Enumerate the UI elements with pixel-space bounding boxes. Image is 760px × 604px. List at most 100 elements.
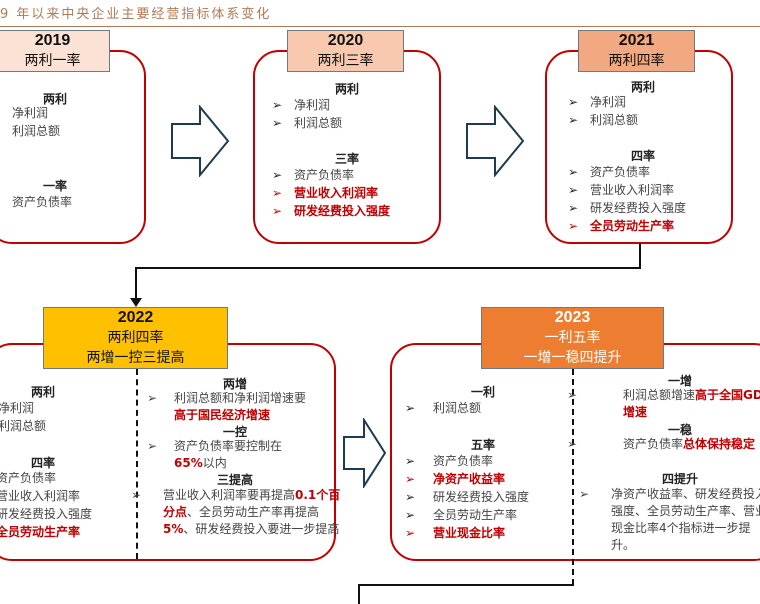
year-2022: 2022: [117, 309, 154, 326]
figure-title: 9 年以来中央企业主要经营指标体系变化: [0, 7, 272, 22]
box-2019: [0, 50, 146, 244]
bullet-icon: ➢: [568, 183, 579, 197]
section-title: 五率: [470, 438, 495, 452]
text: 资产负债率: [623, 437, 684, 451]
list-item: 资产负债率: [294, 168, 355, 182]
list-item: 营业收入利润率: [590, 183, 675, 197]
year-2023: 2023: [554, 309, 591, 326]
list-item: 净利润: [12, 106, 49, 120]
section-title: 两利: [42, 92, 67, 106]
bullet-icon: ➢: [272, 204, 283, 218]
bullet-icon: ➢: [147, 439, 158, 453]
highlight-text: 5%: [163, 522, 184, 536]
list-item: 利润总额: [0, 419, 47, 433]
name2-2022: 两增一控三提高: [86, 350, 185, 366]
year-2020: 2020: [327, 32, 364, 49]
highlight-text: 高于国民经济增速: [174, 408, 271, 422]
down-arrow-icon: [130, 298, 142, 307]
bullet-icon: ➢: [579, 487, 590, 501]
bullet-icon: ➢: [405, 490, 416, 504]
bullet-icon: ➢: [405, 508, 416, 522]
bullet-icon: ➢: [568, 95, 579, 109]
list-item: 净利润: [0, 401, 35, 415]
name-2019: 两利一率: [24, 53, 81, 69]
list-item: 利润总额: [12, 124, 61, 138]
bullet-icon: ➢: [568, 165, 579, 179]
section-title: 四提升: [661, 472, 698, 486]
list-item: 净利润: [294, 98, 331, 112]
section-title: 三率: [334, 152, 359, 166]
connector-line: [639, 244, 641, 269]
text: 、全员劳动生产率再提高: [187, 505, 320, 519]
section-title: 两增: [222, 377, 247, 391]
bullet-icon: ➢: [568, 113, 579, 127]
bullet-icon: ➢: [272, 98, 283, 112]
header-2023: 2023 一利五率 一增一稳四提升: [481, 307, 664, 369]
list-item: 研发经费投入强度: [0, 507, 93, 521]
right-arrow-icon: [343, 418, 387, 488]
list-item: 资产负债率: [0, 471, 57, 485]
bullet-icon: ➢: [568, 219, 579, 233]
highlight-text: 总体保持稳定: [683, 437, 756, 451]
connector-line: [135, 267, 137, 301]
bullet-icon: ➢: [131, 488, 142, 502]
list-item: 营业现金比率: [433, 526, 506, 540]
connector-line: [358, 584, 360, 604]
list-item: 全员劳动生产率: [433, 508, 518, 522]
title-divider: [0, 26, 760, 27]
text: 利润总额和净利润增速要: [174, 391, 307, 405]
list-item: 营业收入利润率: [294, 186, 379, 200]
bullet-icon: ➢: [568, 201, 579, 215]
section-title: 一稳: [667, 423, 692, 437]
list-item: 净资产收益率: [433, 472, 506, 486]
list-item: 研发经费投入强度: [294, 204, 391, 218]
bullet-icon: ➢: [405, 526, 416, 540]
right-arrow-icon: [466, 105, 525, 177]
list-item: 资产负债率: [590, 165, 651, 179]
section-title: 两利: [30, 385, 55, 399]
list-item: 全员劳动生产率: [0, 525, 81, 539]
section-title: 一控: [222, 425, 247, 439]
list-item: 利润总额: [433, 401, 482, 415]
list-item: 净利润: [590, 95, 627, 109]
text: 以内: [202, 456, 227, 470]
bullet-icon: ➢: [272, 116, 283, 130]
name2-2023: 一增一稳四提升: [523, 350, 622, 366]
header-2020: 2020 两利三率: [287, 30, 404, 72]
bullet-icon: ➢: [147, 391, 158, 405]
list-item: 利润总额: [590, 113, 639, 127]
text: 净资产收益率、研发经费投入强度、全员劳动生产率、营业现金比率4个指标进一步提升。: [611, 487, 760, 552]
divider: [136, 369, 138, 559]
highlight-text: 0.1个百分点: [163, 488, 341, 519]
text: 资产负债率要控制在: [174, 439, 283, 453]
list-item: 研发经费投入强度: [433, 490, 530, 504]
section-title: 一率: [42, 179, 67, 193]
name-2020: 两利三率: [317, 53, 374, 69]
bullet-icon: ➢: [272, 168, 283, 182]
section-title: 三提高: [216, 473, 253, 487]
section-title: 四率: [30, 456, 55, 470]
list-item: 资产负债率: [433, 454, 494, 468]
bullet-icon: ➢: [405, 401, 416, 415]
highlight-text: 65%: [174, 456, 203, 470]
connector-line: [358, 584, 574, 586]
list-item: 研发经费投入强度: [590, 201, 687, 215]
section-title: 两利: [334, 82, 359, 96]
year-2019: 2019: [34, 32, 71, 49]
bullet-icon: ➢: [567, 388, 578, 402]
bullet-icon: ➢: [405, 472, 416, 486]
name-2022: 两利四率: [107, 330, 164, 346]
bullet-icon: ➢: [405, 454, 416, 468]
bullet-icon: ➢: [567, 437, 578, 451]
name-2021: 两利四率: [608, 53, 665, 69]
right-arrow-icon: [171, 105, 230, 177]
bullet-icon: ➢: [272, 186, 283, 200]
header-2019: 2019 两利一率: [0, 30, 110, 72]
list-item: 资产负债率: [12, 195, 73, 209]
list-item: 利润总额: [294, 116, 343, 130]
name-2023: 一利五率: [544, 330, 601, 346]
text: 营业收入利润率要再提高: [163, 488, 296, 502]
text: 利润总额增速: [623, 388, 696, 402]
connector-line: [135, 267, 641, 269]
list-item: 全员劳动生产率: [590, 219, 675, 233]
